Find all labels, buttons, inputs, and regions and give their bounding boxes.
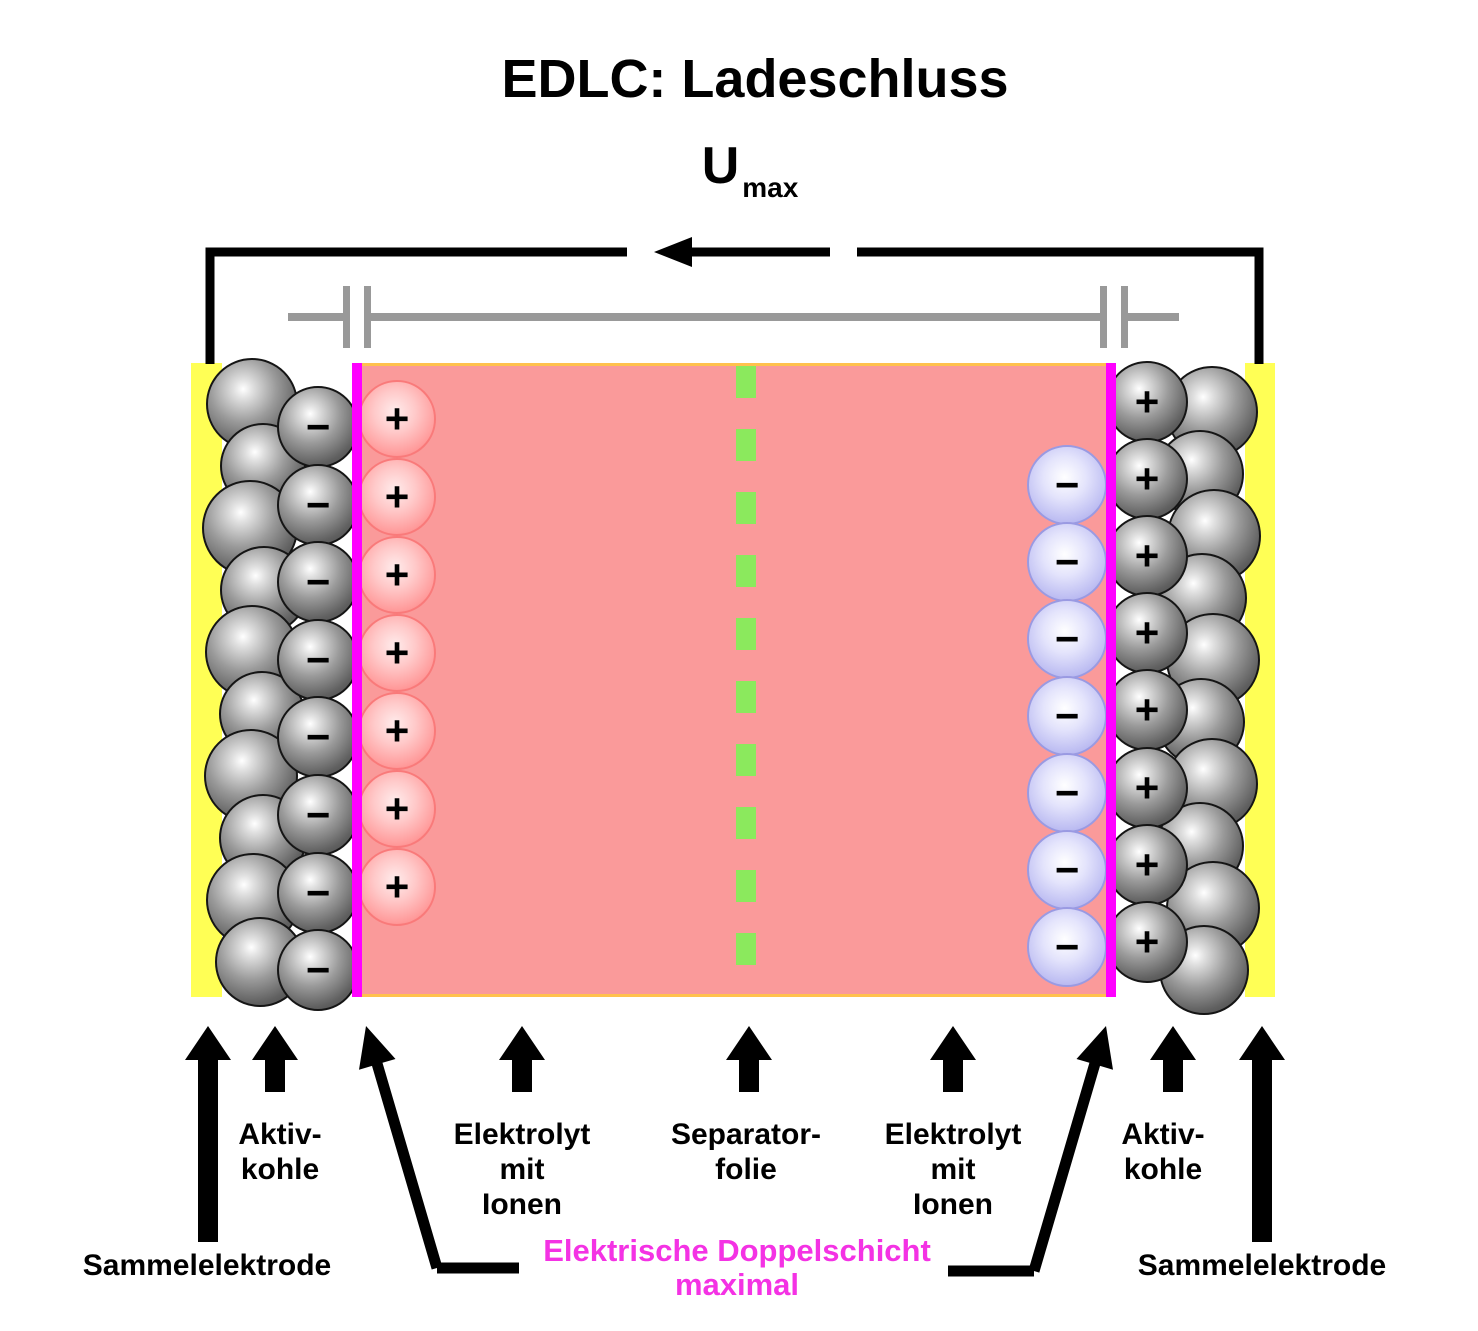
charge-sign: − [1054,692,1080,739]
anion-particle: − [1027,522,1107,602]
electrolyte-region [362,363,1106,997]
carbon-particle-negative: − [277,929,359,1012]
charge-sign: + [1134,840,1160,888]
double-layer-line-right [1106,363,1116,997]
charge-sign: − [1054,538,1080,585]
charge-sign: − [1054,923,1080,970]
anion-particle: − [1027,445,1107,525]
charge-sign: − [305,635,331,683]
charge-sign: − [1054,769,1080,816]
capacitor-plate-left [343,286,350,348]
callout-arrow [1150,1026,1196,1092]
charge-sign: + [1134,763,1160,811]
voltage-subscript: max [742,172,799,203]
label-aktivkohle-left: Aktiv- kohle [238,1118,322,1186]
anion-particle: − [1027,599,1107,679]
anion-particle: − [1027,676,1107,756]
anion-particle: − [1027,830,1107,910]
carbon-particle-negative: − [277,463,359,546]
separator-foil-dashed-line [736,366,756,995]
carbon-particle-positive: + [1106,438,1188,521]
callout-arrow [930,1026,976,1092]
carbon-particle-positive: + [1106,823,1188,906]
charge-sign: + [384,473,410,520]
charge-sign: + [384,863,410,910]
charge-sign: − [305,868,331,916]
charge-sign: + [1134,609,1160,657]
charge-sign: − [1054,461,1080,508]
carbon-particle-negative: − [277,541,359,624]
carbon-particle-negative: − [277,851,359,934]
capacitor-plate-right [1100,286,1107,348]
callout-arrow [499,1026,545,1092]
carbon-particle-positive: + [1106,515,1188,598]
carbon-particle-negative: − [277,696,359,779]
charge-sign: − [305,713,331,761]
charge-sign: − [305,403,331,450]
label-sammelelektrode-left: Sammelelektrode [82,1249,332,1282]
cation-particle: + [358,614,436,692]
cation-particle: + [358,770,436,848]
carbon-particle-positive: + [1106,900,1188,983]
circuit-wire-right [857,247,1264,364]
charge-sign: + [384,551,410,598]
carbon-particle-positive: + [1106,746,1188,829]
cation-particle: + [358,380,436,458]
charge-sign: − [305,558,331,606]
charge-sign: − [1054,615,1080,662]
charge-sign: + [1134,917,1160,965]
capacitor-plate-right [1121,286,1128,348]
label-separator: Separator- folie [670,1118,822,1186]
charge-sign: + [384,785,410,832]
charge-sign: + [384,395,410,442]
callout-arrow [726,1026,772,1092]
current-direction-arrowhead [654,237,692,267]
charge-sign: − [305,480,331,528]
anion-particle: − [1027,907,1107,987]
charge-sign: + [1134,686,1160,734]
anion-particle: − [1027,753,1107,833]
charge-sign: + [1134,378,1160,425]
diagram-title: EDLC: Ladeschluss [501,49,1009,109]
carbon-particle-positive: + [1106,592,1188,675]
charge-sign: + [384,707,410,754]
charge-sign: + [1134,532,1160,580]
charge-sign: − [1054,846,1080,893]
carbon-particle-positive: + [1106,361,1188,443]
charge-sign: − [305,946,331,994]
carbon-particle-negative: − [277,774,359,856]
callout-arrow [252,1026,298,1092]
carbon-particle-negative: − [277,618,359,701]
label-elektrolyt-right: Elektrolyt mit Ionen [884,1118,1022,1221]
voltage-symbol: U [701,137,740,195]
label-elektrolyt-left: Elektrolyt mit Ionen [453,1118,591,1221]
charge-sign: + [1134,455,1160,503]
cation-particle: + [358,458,436,536]
label-aktivkohle-right: Aktiv- kohle [1121,1118,1205,1186]
label-sammelelektrode-right: Sammelelektrode [1137,1249,1387,1282]
capacitor-plate-left [364,286,371,348]
cation-particle: + [358,536,436,614]
double-layer-line-left [352,363,362,997]
circuit-wire-left [205,247,627,364]
cation-particle: + [358,848,436,926]
carbon-particle-positive: + [1106,669,1188,752]
label-double-layer-maximal: Elektrische Doppelschicht maximal [543,1233,931,1302]
cation-particle: + [358,692,436,770]
charge-sign: + [384,629,410,676]
charge-sign: − [305,791,331,838]
carbon-particle-negative: − [277,386,359,468]
